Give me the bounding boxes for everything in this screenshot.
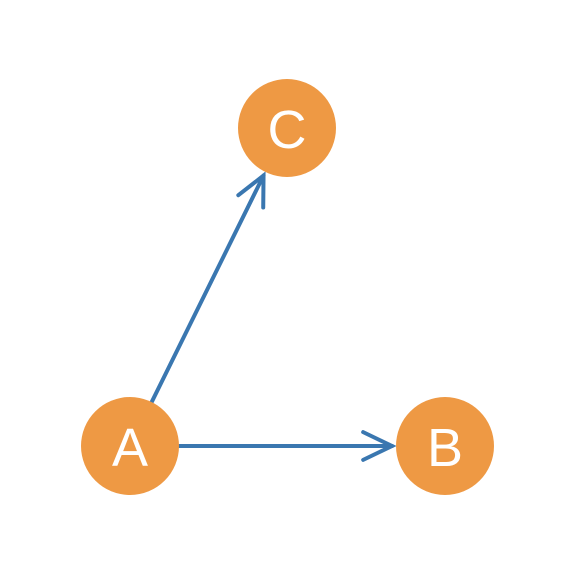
nodes-layer: A B C <box>81 79 494 495</box>
node-b: B <box>396 397 494 495</box>
node-a: A <box>81 397 179 495</box>
arrowhead-icon <box>236 171 266 210</box>
node-label: C <box>268 100 307 160</box>
node-label: B <box>427 418 463 478</box>
edge-a-to-b <box>177 430 397 462</box>
edge-a-to-c <box>149 171 266 405</box>
node-label: A <box>112 418 148 478</box>
arrowhead-icon <box>361 430 397 462</box>
edges-layer <box>149 171 397 462</box>
node-circle <box>238 79 336 177</box>
edge-line <box>149 173 266 405</box>
node-circle <box>81 397 179 495</box>
node-circle <box>396 397 494 495</box>
node-c: C <box>238 79 336 177</box>
